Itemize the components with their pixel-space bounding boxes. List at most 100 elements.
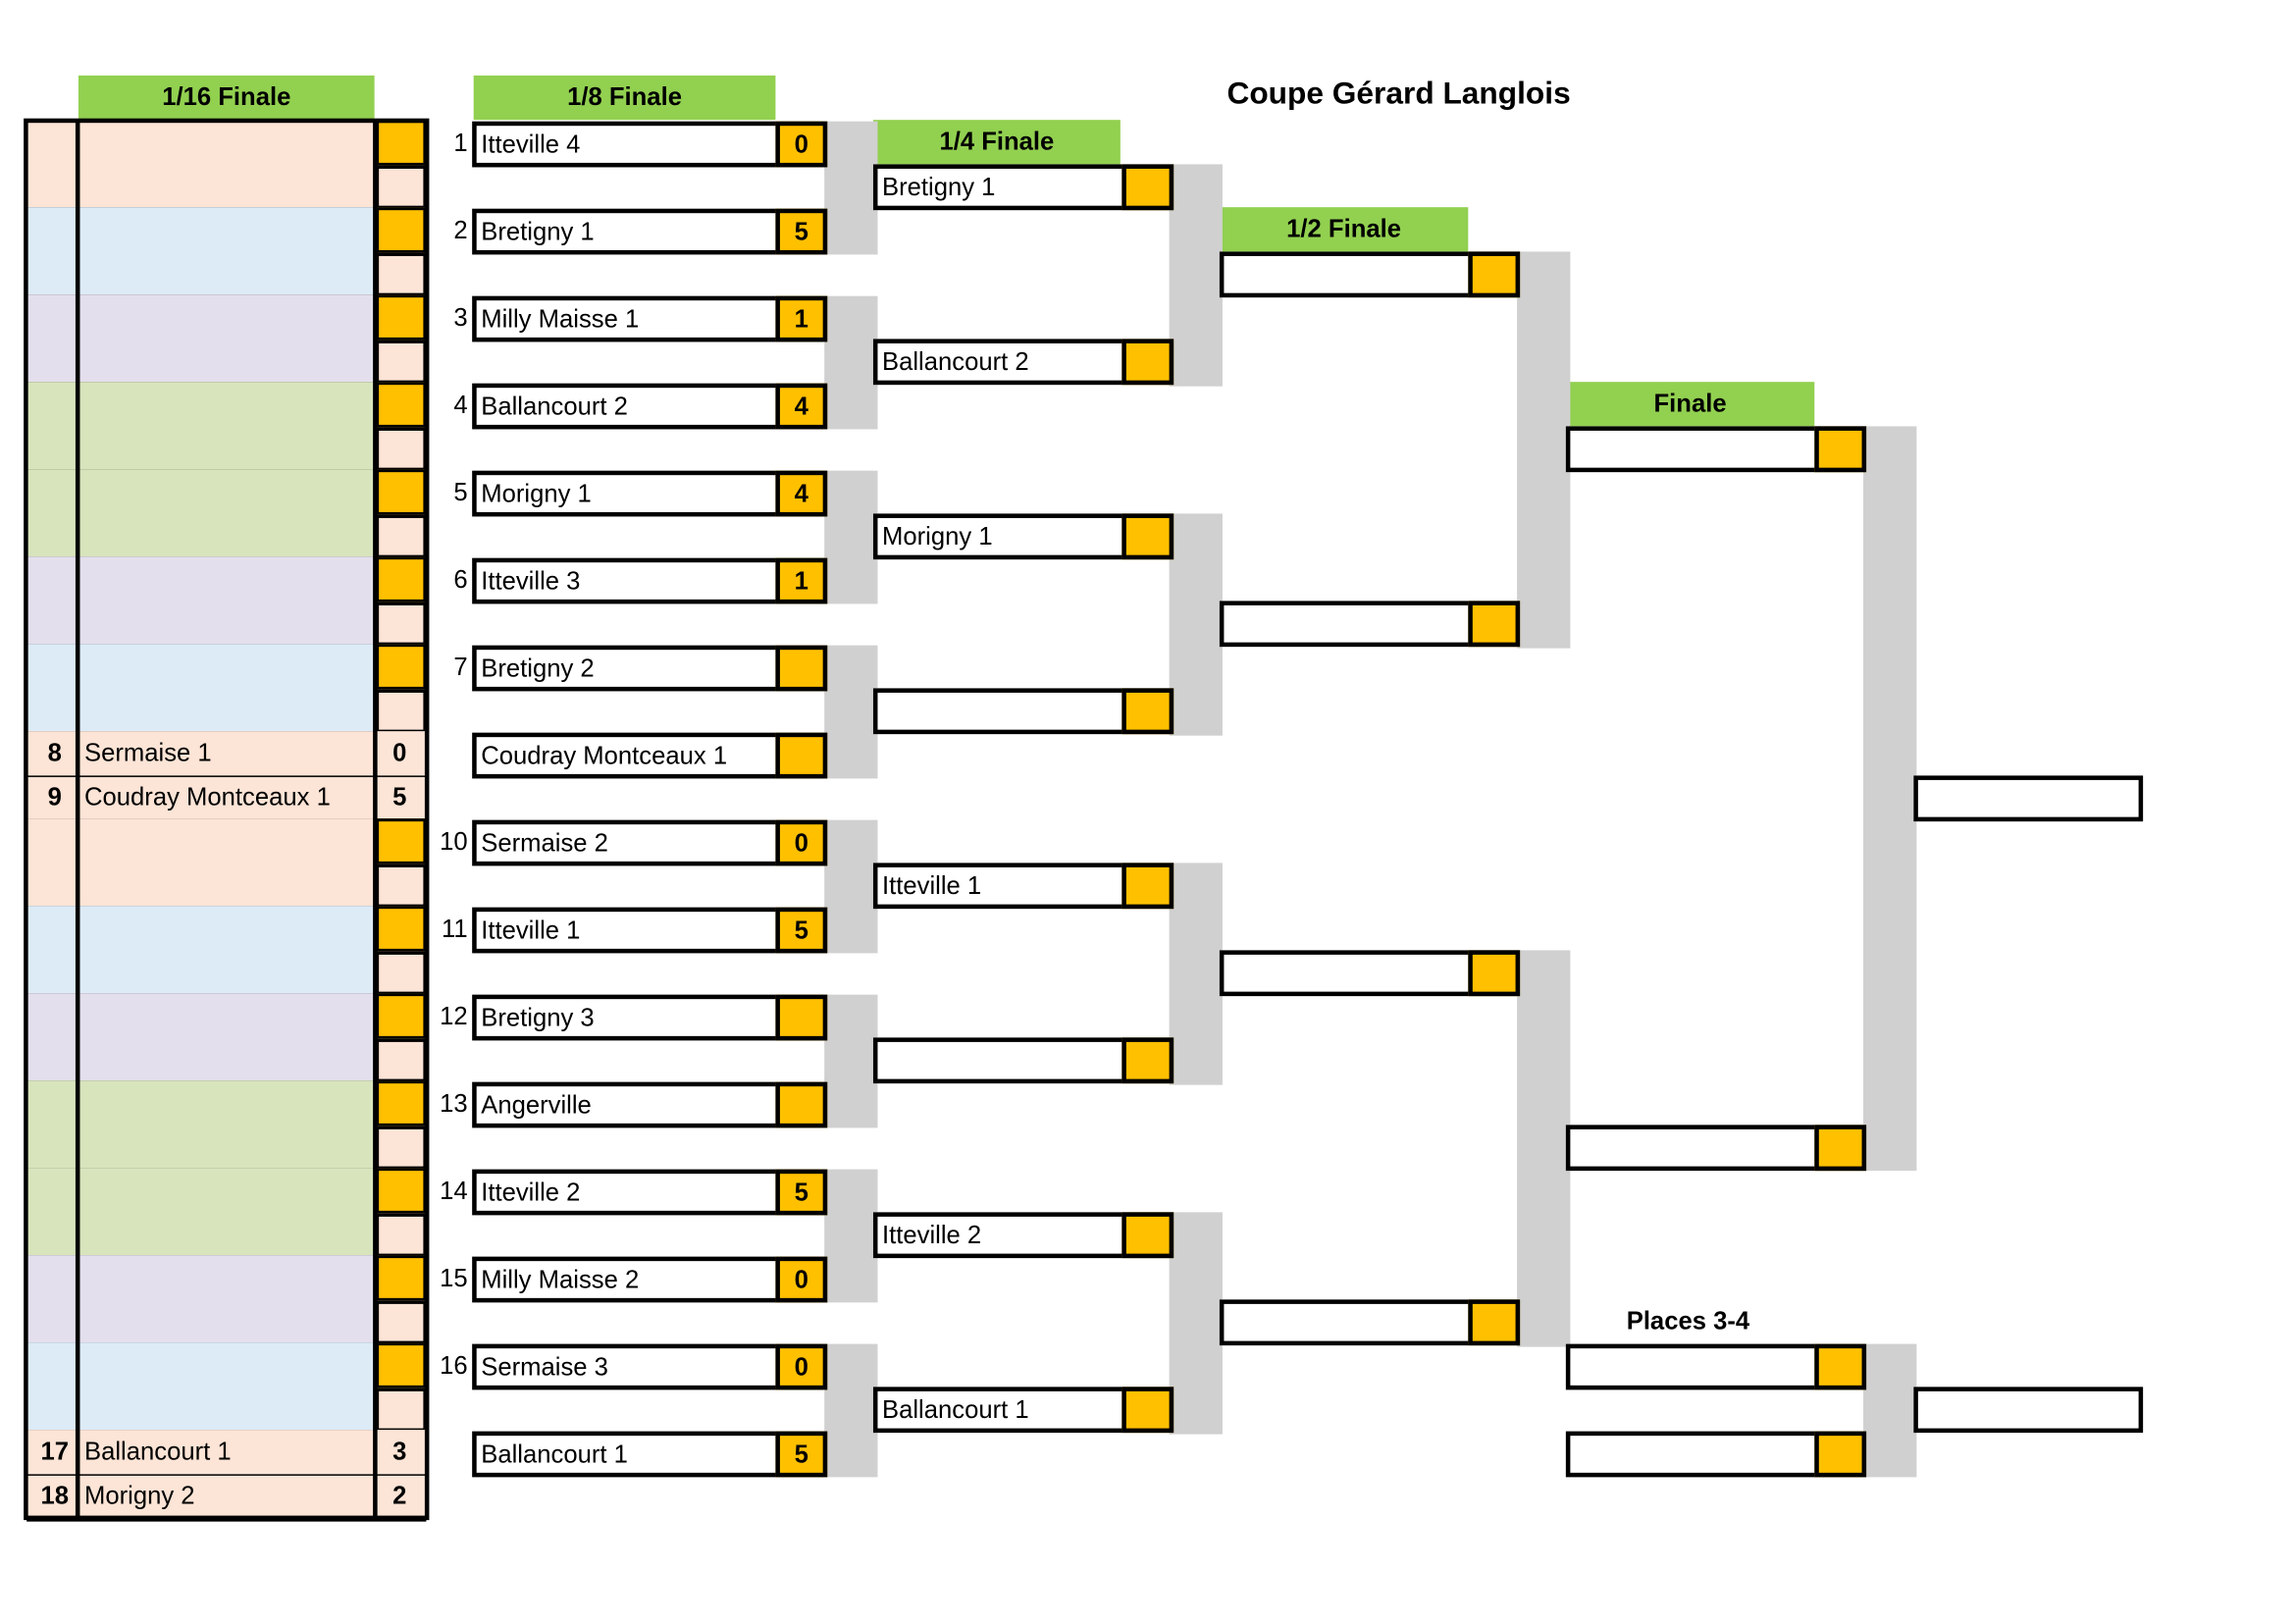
score-cell-empty[interactable] [376,864,427,908]
seed-number: 13 [440,1089,468,1118]
score-cell-empty[interactable] [376,514,427,558]
team-score[interactable]: 3 [392,1437,407,1466]
quarter-final-slot[interactable]: Itteville 1 [872,863,1174,910]
winner-box[interactable] [1913,775,2144,822]
quarter-final-slot-score[interactable] [1121,688,1174,735]
round8-slot[interactable]: Angerville [472,1081,828,1128]
places-3-4-slot[interactable] [1565,1343,1867,1390]
round8-slot-score[interactable]: 4 [775,383,828,430]
connector [824,1343,878,1478]
places-3-4-slot-score[interactable] [1814,1343,1867,1390]
team-name: Coudray Montceaux 1 [83,782,331,811]
score-cell-empty[interactable] [376,1213,427,1257]
score-cell-empty[interactable] [376,951,427,995]
semi-final-slot-score[interactable] [1468,950,1521,997]
semi-final-slot[interactable] [1219,950,1521,997]
team-score[interactable]: 5 [392,782,407,811]
round8-slot-score[interactable]: 1 [775,295,828,342]
quarter-final-slot-score[interactable] [1121,1212,1174,1259]
round8-slot-score[interactable]: 0 [775,819,828,866]
team-score[interactable]: 0 [392,738,407,767]
quarter-final-slot[interactable]: Itteville 2 [872,1212,1174,1259]
final-slot[interactable] [1565,426,1867,473]
final-slot-score[interactable] [1814,1125,1867,1172]
semi-final-slot[interactable] [1219,601,1521,648]
quarter-final-slot-team: Itteville 1 [881,871,982,901]
round8-slot-score[interactable]: 5 [775,907,828,954]
team-score[interactable]: 2 [392,1481,407,1509]
round8-slot[interactable]: Bretigny 3 [472,994,828,1041]
round8-slot[interactable]: Coudray Montceaux 1 [472,732,828,779]
final-slot-score[interactable] [1814,426,1867,473]
round8-slot[interactable]: Bretigny 2 [472,645,828,692]
round8-slot-score[interactable]: 5 [775,1431,828,1478]
quarter-final-slot[interactable] [872,688,1174,735]
connector [824,819,878,954]
places-3-4-slot[interactable] [1565,1431,1867,1478]
round8-slot[interactable]: Sermaise 3 0 [472,1343,828,1390]
semi-final-slot[interactable] [1219,251,1521,298]
round8-slot-score[interactable] [775,645,828,692]
round8-slot-score[interactable]: 5 [775,1169,828,1216]
round8-slot-score[interactable]: 0 [775,1256,828,1303]
connector [1169,863,1223,1085]
score-cell[interactable] [376,207,427,253]
third-place-box[interactable] [1913,1387,2144,1434]
seed-number: 6 [453,565,468,594]
round8-slot-score[interactable]: 0 [775,1343,828,1390]
round8-slot-score[interactable]: 4 [775,470,828,517]
round8-slot-team: Bretigny 1 [481,217,595,246]
round8-slot-team: Ballancourt 1 [481,1440,628,1469]
score-cell-empty[interactable] [376,689,427,733]
semi-final-slot[interactable] [1219,1299,1521,1346]
quarter-final-slot-score[interactable] [1121,863,1174,910]
round8-slot[interactable]: Ballancourt 1 5 [472,1431,828,1478]
places-3-4-slot-score[interactable] [1814,1431,1867,1478]
seed-number: 17 [40,1437,70,1466]
round8-slot-score[interactable] [775,732,828,779]
score-cell[interactable] [376,1342,427,1388]
match-slot-bg [26,1080,377,1170]
quarter-final-slot-score[interactable] [1121,1387,1174,1434]
semi-final-slot-score[interactable] [1468,251,1521,298]
round8-slot-score[interactable]: 0 [775,121,828,168]
round8-slot-score[interactable]: 1 [775,557,828,604]
round8-slot-team: Sermaise 3 [481,1352,608,1382]
match-slot-bg [26,1255,377,1344]
round8-slot-team: Bretigny 3 [481,1003,595,1032]
quarter-final-slot[interactable] [872,1037,1174,1084]
score-cell[interactable] [376,1168,427,1214]
connector [824,121,878,255]
round8-slot-score[interactable] [775,994,828,1041]
quarter-final-slot[interactable]: Morigny 1 [872,513,1174,560]
round8-slot[interactable]: Milly Maisse 1 1 [472,295,828,342]
seed-number: 14 [440,1177,468,1205]
semi-final-slot-score[interactable] [1468,1299,1521,1346]
score-cell[interactable] [376,818,427,864]
match-slot-bg [26,1342,377,1432]
score-cell[interactable] [376,469,427,515]
quarter-final-slot[interactable]: Ballancourt 2 [872,339,1174,386]
quarter-final-slot[interactable]: Ballancourt 1 [872,1387,1174,1434]
semi-final-slot-score[interactable] [1468,601,1521,648]
round8-slot-score[interactable]: 5 [775,208,828,255]
quarter-final-slot-score[interactable] [1121,164,1174,211]
round8-slot[interactable]: Bretigny 1 5 [472,208,828,255]
round8-slot-score[interactable] [775,1081,828,1128]
round8-slot-team: Milly Maisse 1 [481,304,640,334]
quarter-final-slot-score[interactable] [1121,513,1174,560]
quarter-final-slot-score[interactable] [1121,339,1174,386]
final-slot[interactable] [1565,1125,1867,1172]
match-slot-bg [26,556,377,646]
quarter-final-slot[interactable]: Bretigny 1 [872,164,1174,211]
seed-number: 1 [453,129,468,157]
quarter-final-slot-score[interactable] [1121,1037,1174,1084]
